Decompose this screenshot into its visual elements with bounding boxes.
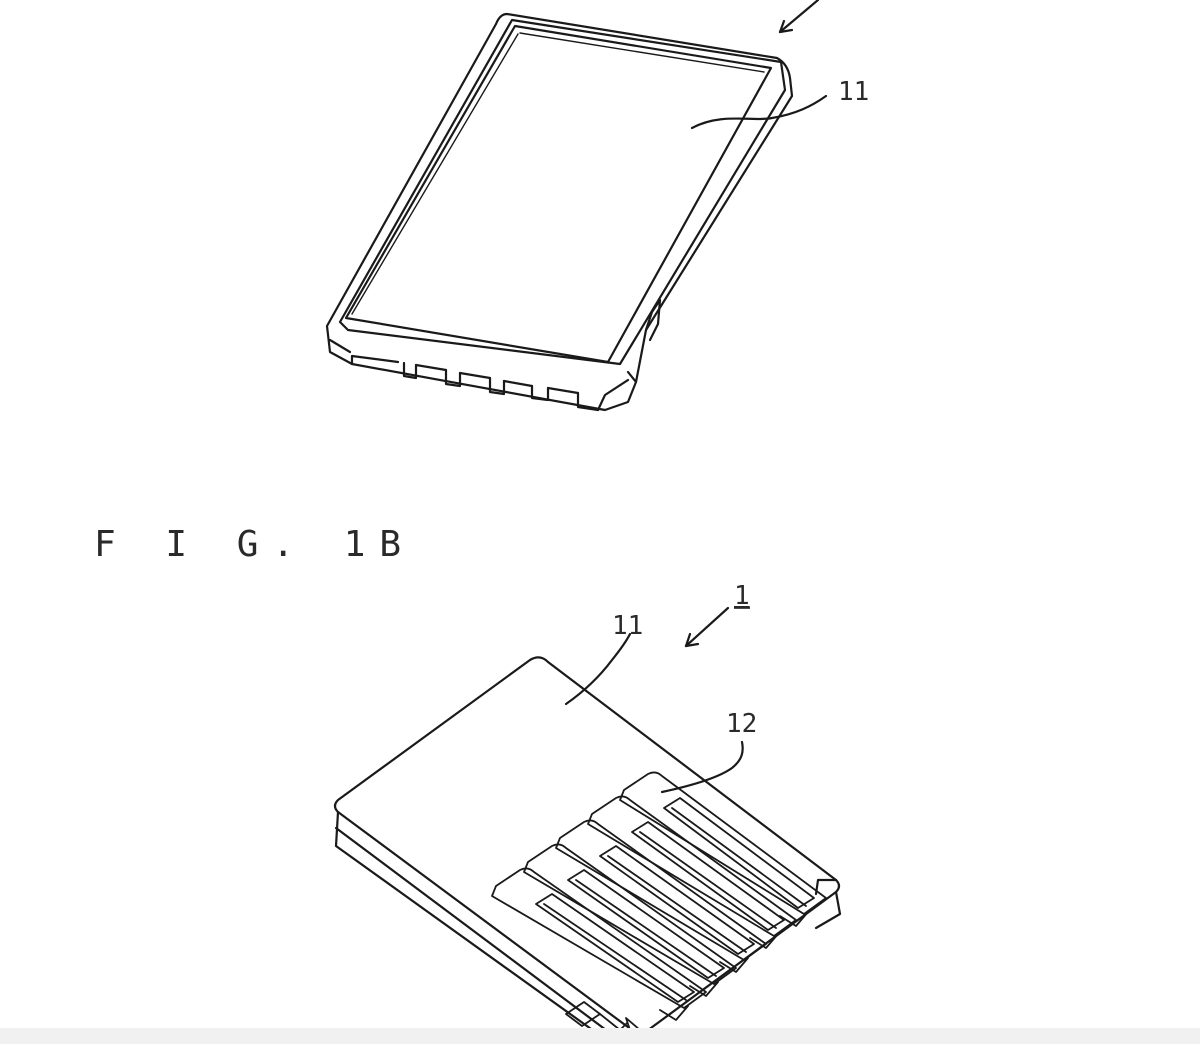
card-front-view bbox=[333, 606, 842, 1044]
bottom-scroll-bar bbox=[0, 1028, 1200, 1044]
contact-notches bbox=[328, 338, 630, 412]
card-top-face bbox=[333, 656, 841, 1038]
ref-device-1: 1 bbox=[734, 581, 750, 611]
ref-12: 12 bbox=[726, 709, 757, 739]
label-recess bbox=[344, 24, 773, 364]
leader-bottom-11 bbox=[564, 632, 632, 706]
figure-label: F I G. 1B bbox=[94, 524, 416, 565]
contact-pads bbox=[491, 771, 827, 1037]
frame-inner-edge bbox=[338, 18, 787, 366]
outer-frame bbox=[325, 12, 794, 412]
card-back-view bbox=[325, 0, 828, 412]
leader-top-11 bbox=[690, 94, 828, 130]
ref-bottom-11: 11 bbox=[612, 611, 643, 641]
device-arrow-top bbox=[778, 0, 820, 34]
leader-12 bbox=[660, 740, 744, 794]
ref-top-11: 11 bbox=[838, 77, 869, 107]
device-arrow-bottom bbox=[684, 606, 730, 648]
